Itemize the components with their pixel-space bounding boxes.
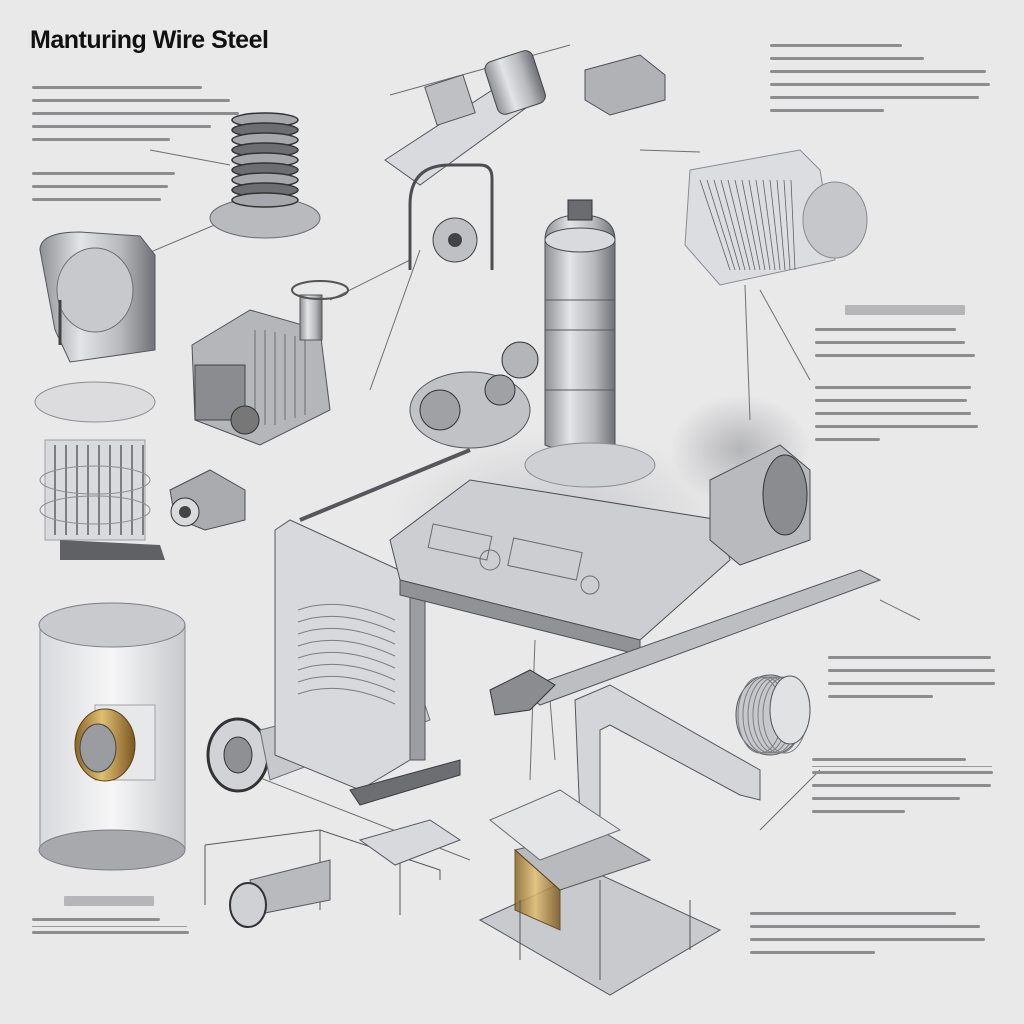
- text-line: [828, 695, 934, 698]
- text-line: [32, 931, 189, 934]
- press-plate: [297, 663, 396, 681]
- text-line: [812, 810, 905, 813]
- small-component: [489, 669, 556, 716]
- text-line: [32, 138, 170, 141]
- text-line: [812, 771, 994, 774]
- wire-coil: [735, 674, 811, 756]
- divider: [812, 766, 992, 767]
- text-line: [32, 918, 160, 921]
- roller-tube: [384, 50, 546, 186]
- annotation-right-3: [828, 650, 998, 698]
- page-title: Manturing Wire Steel: [30, 26, 269, 54]
- mesh-wire: [769, 179, 781, 271]
- label-tag: [845, 305, 965, 315]
- text-line: [750, 925, 981, 928]
- mesh-wire: [776, 179, 786, 271]
- box-part: [584, 54, 666, 116]
- press-plate: [297, 687, 396, 705]
- annotation-mid-left: [32, 166, 202, 201]
- text-line: [750, 951, 875, 954]
- divider: [32, 926, 187, 927]
- coil-turn: [231, 192, 299, 208]
- text-line: [770, 109, 885, 112]
- press-plate: [297, 615, 396, 633]
- text-line: [828, 669, 995, 672]
- drum-housing: [39, 231, 156, 363]
- text-line: [770, 83, 990, 86]
- text-line: [815, 386, 971, 389]
- annotation-bottom-right: [750, 906, 990, 954]
- mesh-wire: [755, 179, 771, 271]
- gear-cluster: [409, 341, 539, 449]
- text-line: [750, 912, 957, 915]
- annotation-mid-right-1: [815, 322, 1005, 357]
- gear-motor: [169, 469, 246, 531]
- feed-roller: [709, 444, 811, 566]
- text-line: [750, 938, 986, 941]
- text-line: [815, 438, 880, 441]
- annotation-top-right: [770, 38, 990, 112]
- text-line: [770, 96, 979, 99]
- press-plate: [297, 639, 396, 657]
- mesh-wire: [720, 179, 746, 271]
- mesh-wire: [727, 179, 751, 271]
- text-line: [770, 44, 902, 47]
- text-line: [770, 70, 986, 73]
- annotation-top-left: [32, 80, 262, 141]
- text-line: [815, 425, 979, 428]
- mesh-wire: [741, 179, 761, 271]
- mesh-wire: [699, 179, 731, 271]
- text-line: [32, 112, 239, 115]
- text-line: [770, 57, 924, 60]
- sketch-apparatus: [204, 819, 462, 928]
- mesh-wire: [713, 179, 741, 271]
- mesh-wire: [734, 179, 756, 271]
- mesh-drum: [684, 149, 868, 286]
- annotation-mid-right-2: [815, 380, 1005, 441]
- text-line: [815, 341, 966, 344]
- press-plate: [297, 603, 396, 621]
- press-frame: [274, 519, 461, 806]
- text-line: [815, 354, 975, 357]
- text-line: [32, 86, 203, 89]
- press-plate: [297, 675, 396, 693]
- press-plate: [297, 651, 396, 669]
- mesh-wire: [748, 179, 766, 271]
- vertical-column: [524, 199, 656, 488]
- label-tag: [64, 896, 154, 906]
- text-line: [32, 125, 212, 128]
- brass-fitting: [74, 708, 136, 782]
- mesh-wire: [706, 179, 736, 271]
- text-line: [815, 328, 956, 331]
- text-line: [812, 797, 960, 800]
- furnace-frame: [478, 684, 761, 996]
- mesh-wire: [783, 179, 791, 271]
- motor-assembly: [191, 280, 349, 446]
- text-line: [812, 784, 992, 787]
- text-line: [815, 399, 967, 402]
- press-plate: [297, 627, 396, 645]
- coil-spring: [209, 112, 321, 239]
- annotation-bottom-left: [32, 912, 192, 934]
- text-line: [812, 758, 966, 761]
- text-line: [32, 172, 175, 175]
- text-line: [32, 185, 168, 188]
- text-line: [32, 99, 230, 102]
- text-line: [32, 198, 162, 201]
- mesh-wire: [762, 179, 776, 271]
- mesh-wire: [790, 179, 796, 271]
- annotation-right-4: [812, 752, 997, 813]
- fan-frame: [408, 163, 494, 270]
- spool-cage: [34, 381, 165, 560]
- text-line: [815, 412, 971, 415]
- text-line: [828, 682, 995, 685]
- text-line: [828, 656, 992, 659]
